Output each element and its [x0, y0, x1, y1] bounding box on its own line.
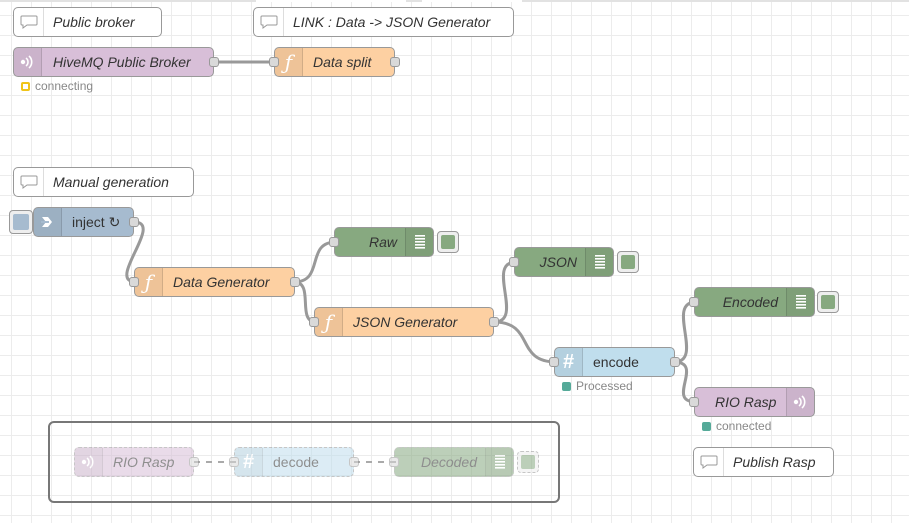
output-port[interactable] — [489, 317, 499, 327]
node-label: Data split — [313, 54, 372, 70]
mqtt-in-node-hivemq[interactable]: HiveMQ Public Broker — [13, 47, 219, 77]
status-rio-rasp: connected — [702, 419, 771, 433]
debug-toggle-fill — [441, 235, 455, 249]
function-node-data-split[interactable]: ƒ Data split — [269, 47, 400, 77]
comment-manual-generation[interactable]: Manual generation — [13, 167, 194, 197]
comment-icon — [694, 448, 724, 476]
node-label: HiveMQ Public Broker — [53, 54, 191, 70]
output-port[interactable] — [670, 357, 680, 367]
node-label: Data Generator — [173, 274, 270, 290]
comment-link[interactable]: LINK : Data -> JSON Generator — [253, 7, 514, 37]
node-label: Encoded — [722, 294, 778, 310]
output-port[interactable] — [390, 57, 400, 67]
output-port[interactable] — [290, 277, 300, 287]
canvas-top-tab-gap — [256, 0, 406, 2]
mqtt-icon — [14, 48, 42, 76]
debug-node-raw[interactable]: Raw — [329, 227, 434, 257]
node-label: RIO Rasp — [715, 394, 777, 410]
status-dot-icon — [562, 381, 571, 391]
comment-label: Public broker — [53, 14, 135, 30]
debug-list-icon — [585, 248, 613, 276]
json-node-encode[interactable]: # encode — [549, 347, 680, 377]
node-label: JSON Generator — [353, 314, 458, 330]
input-port[interactable] — [229, 457, 239, 467]
debug-node-json[interactable]: JSON — [509, 247, 614, 277]
comment-public-broker[interactable]: Public broker — [13, 7, 162, 37]
node-label: encode — [593, 354, 639, 370]
json-hash-icon: # — [555, 348, 583, 376]
status-text: connecting — [35, 79, 94, 93]
function-node-json-generator[interactable]: ƒ JSON Generator — [309, 307, 499, 337]
debug-toggle-decoded[interactable] — [517, 451, 539, 473]
status-text: Processed — [576, 379, 633, 393]
function-icon: ƒ — [315, 308, 343, 336]
debug-node-decoded-disabled[interactable]: Decoded — [389, 447, 514, 477]
wire-datagenerator-jsongenerator — [293, 280, 317, 324]
mqtt-icon — [786, 388, 814, 416]
inject-trigger-fill — [13, 214, 29, 230]
node-label: Raw — [368, 234, 397, 250]
input-port[interactable] — [269, 57, 279, 67]
output-port[interactable] — [189, 457, 199, 467]
mqtt-in-node-rio-rasp-disabled[interactable]: RIO Rasp — [74, 447, 199, 477]
comment-icon — [254, 8, 284, 36]
comment-publish-rasp[interactable]: Publish Rasp — [693, 447, 834, 477]
input-port[interactable] — [549, 357, 559, 367]
debug-list-icon — [485, 448, 513, 476]
mqtt-out-node-rio-rasp[interactable]: RIO Rasp — [689, 387, 815, 417]
debug-toggle-fill — [821, 295, 835, 309]
canvas-top-tab-gap-2 — [422, 0, 522, 2]
json-node-decode-disabled[interactable]: # decode — [229, 447, 359, 477]
input-port[interactable] — [389, 457, 399, 467]
status-ring-icon — [21, 81, 30, 91]
mqtt-icon — [75, 448, 103, 476]
input-port[interactable] — [509, 257, 519, 267]
debug-toggle-raw[interactable] — [437, 231, 459, 253]
output-port[interactable] — [209, 57, 219, 67]
comment-label: Publish Rasp — [733, 454, 816, 470]
debug-toggle-encoded[interactable] — [817, 291, 839, 313]
debug-node-encoded[interactable]: Encoded — [689, 287, 815, 317]
function-icon: ƒ — [275, 48, 303, 76]
debug-toggle-fill — [621, 255, 635, 269]
status-dot-icon — [702, 421, 711, 431]
output-port[interactable] — [129, 217, 139, 227]
comment-icon — [14, 8, 44, 36]
wire-jsongenerator-json — [493, 260, 517, 324]
input-port[interactable] — [309, 317, 319, 327]
wire-inject-datagenerator — [125, 220, 145, 284]
debug-list-icon — [786, 288, 814, 316]
node-label: JSON — [539, 254, 577, 270]
comment-icon — [14, 168, 44, 196]
node-label: Decoded — [420, 454, 477, 470]
wire-jsongenerator-encode — [493, 320, 557, 364]
node-label: inject ↻ — [72, 213, 121, 230]
node-label: decode — [273, 454, 319, 470]
input-port[interactable] — [689, 297, 699, 307]
status-encode: Processed — [562, 379, 633, 393]
node-group[interactable] — [48, 421, 560, 503]
debug-toggle-json[interactable] — [617, 251, 639, 273]
wire-encode-encoded — [673, 300, 697, 364]
json-hash-icon: # — [235, 448, 263, 476]
output-port[interactable] — [349, 457, 359, 467]
status-hivemq: connecting — [21, 79, 93, 93]
input-port[interactable] — [329, 237, 339, 247]
debug-list-icon — [405, 228, 433, 256]
function-icon: ƒ — [135, 268, 163, 296]
comment-label: Manual generation — [53, 174, 169, 190]
input-port[interactable] — [129, 277, 139, 287]
status-text: connected — [716, 419, 772, 433]
function-node-data-generator[interactable]: ƒ Data Generator — [129, 267, 300, 297]
inject-trigger-button[interactable] — [9, 210, 33, 234]
comment-label: LINK : Data -> JSON Generator — [293, 14, 491, 30]
inject-icon — [34, 208, 62, 236]
node-label: RIO Rasp — [113, 454, 175, 470]
debug-toggle-fill — [521, 455, 535, 469]
wire-encode-rioraspout — [673, 360, 697, 404]
inject-node[interactable]: inject ↻ — [33, 207, 139, 237]
wire-datagenerator-raw — [293, 240, 337, 284]
input-port[interactable] — [689, 397, 699, 407]
